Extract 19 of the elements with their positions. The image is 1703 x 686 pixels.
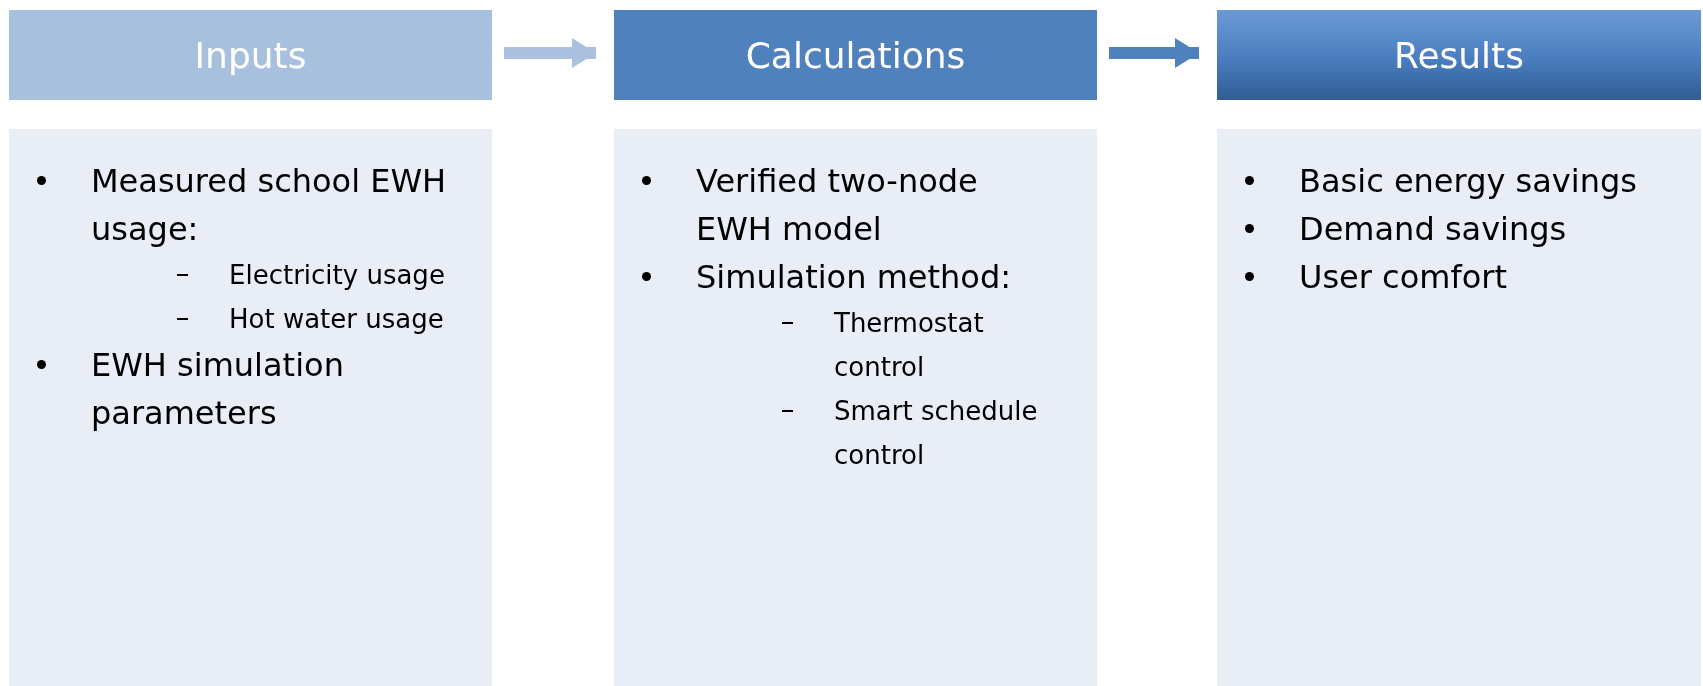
list-item: Measured school EWH usage: (91, 161, 448, 250)
list-item: Hot water usage (229, 303, 445, 336)
content-panel (1217, 129, 1701, 686)
stage-header: Calculations (614, 10, 1097, 100)
list-item: Basic energy savings (1299, 161, 1638, 202)
list-item: Electricity usage (229, 259, 446, 292)
arrow (1109, 38, 1199, 68)
list-item: EWH simulation parameters (91, 345, 345, 434)
list-item: User comfort (1299, 257, 1508, 298)
stage-header: Results (1217, 10, 1701, 100)
list-item: Verified two-node EWH model (696, 161, 979, 250)
list-item: Smart schedule control (834, 395, 1039, 472)
list-item: Demand savings (1299, 209, 1568, 250)
arrow (504, 38, 596, 68)
list-item: Thermostat control (834, 307, 985, 384)
list-item: Simulation method: (696, 257, 1012, 298)
stage-header: Inputs (9, 10, 492, 100)
content-panel (9, 129, 492, 686)
content-panel (614, 129, 1097, 686)
